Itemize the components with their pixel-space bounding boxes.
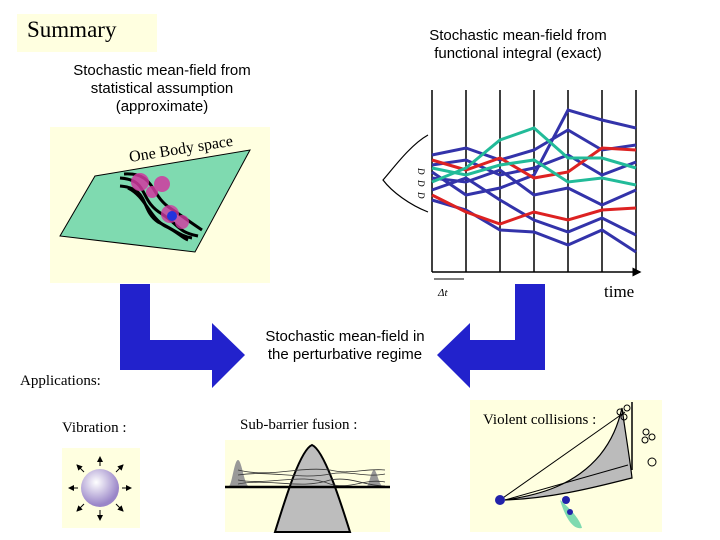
left-wavepacket [228, 460, 250, 487]
trajectory-cone [504, 407, 633, 501]
fragment-clusters [616, 404, 657, 467]
rho-label-2: D [416, 179, 426, 187]
delta-t-label: Δt [437, 287, 448, 299]
violent-collisions-label: Violent collisions : [483, 412, 597, 428]
rho-label-1: D [416, 167, 426, 175]
initial-distribution-curve [382, 134, 429, 213]
subbarrier-label: Sub-barrier fusion : [240, 417, 358, 433]
trajectory-plot: Δt D D D [382, 90, 642, 299]
mid-point [562, 496, 570, 504]
trajectory-line-2 [504, 464, 629, 501]
time-label: time [604, 282, 635, 301]
one-body-plane [59, 149, 251, 253]
right-bent-arrow [437, 284, 545, 388]
teal-trajectories [431, 126, 637, 187]
violent-collision-illustration [470, 400, 662, 532]
nucleus-sphere [81, 469, 119, 507]
perturbative-caption: Stochastic mean-field in the perturbativ… [265, 328, 425, 363]
coulomb-barrier [273, 443, 352, 533]
subbarrier-illustration [225, 440, 390, 533]
trajectory-line [499, 411, 626, 501]
vibration-illustration [62, 448, 140, 528]
slide-title: Summary [27, 17, 117, 42]
red-trajectories [431, 146, 637, 226]
density-core [167, 211, 177, 221]
approximate-caption: Stochastic mean-field from statistical a… [73, 62, 251, 115]
rho-label-3: D [416, 191, 426, 199]
density-blobs [131, 173, 170, 198]
vibration-arrows [68, 456, 132, 521]
vibration-label: Vibration : [62, 420, 127, 436]
exact-caption: Stochastic mean-field from functional in… [429, 27, 607, 62]
applications-label: Applications: [20, 373, 101, 389]
blue-trajectories [431, 108, 637, 254]
title-background [17, 14, 157, 52]
fusion-trajectories [237, 468, 386, 487]
right-wavepacket [366, 470, 384, 487]
left-bent-arrow [120, 284, 245, 388]
initial-point [495, 495, 505, 505]
one-body-space-panel: One Body space [50, 127, 270, 283]
